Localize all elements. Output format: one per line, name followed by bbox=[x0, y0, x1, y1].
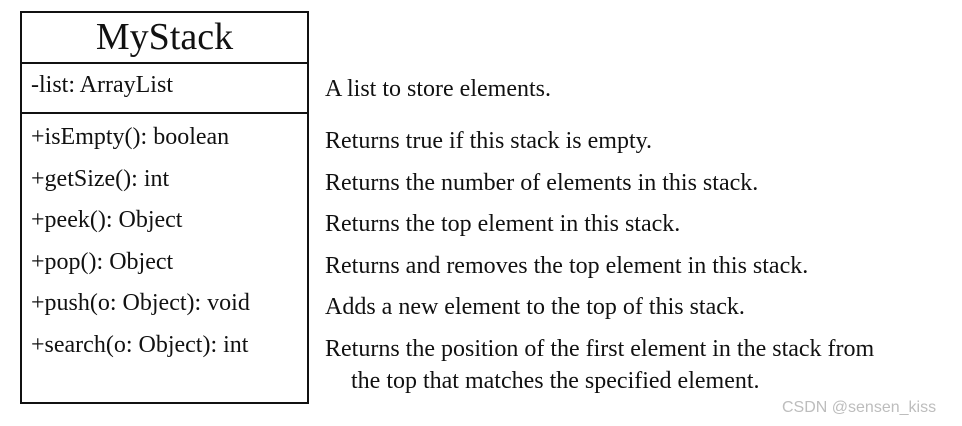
desc-isempty: Returns true if this stack is empty. bbox=[325, 128, 653, 154]
desc-push: Adds a new element to the top of this st… bbox=[325, 294, 745, 320]
methods-section: +isEmpty(): boolean +getSize(): int +pee… bbox=[22, 114, 307, 394]
desc-peek: Returns the top element in this stack. bbox=[325, 211, 681, 237]
desc-getsize: Returns the number of elements in this s… bbox=[325, 170, 759, 196]
uml-class-box: MyStack -list: ArrayList +isEmpty(): boo… bbox=[20, 11, 309, 404]
method-peek: +peek(): Object bbox=[31, 207, 183, 233]
method-getsize: +getSize(): int bbox=[31, 166, 170, 192]
desc-list: A list to store elements. bbox=[325, 76, 551, 102]
attribute-list: -list: ArrayList bbox=[31, 72, 173, 98]
attributes-section: -list: ArrayList bbox=[22, 64, 307, 114]
desc-pop: Returns and removes the top element in t… bbox=[325, 253, 809, 279]
watermark: CSDN @sensen_kiss bbox=[782, 399, 937, 416]
method-search: +search(o: Object): int bbox=[31, 332, 249, 358]
desc-search-line2: the top that matches the specified eleme… bbox=[351, 368, 760, 394]
method-isempty: +isEmpty(): boolean bbox=[31, 124, 230, 150]
method-push: +push(o: Object): void bbox=[31, 290, 250, 316]
desc-search-line1: Returns the position of the first elemen… bbox=[325, 336, 875, 362]
method-pop: +pop(): Object bbox=[31, 249, 174, 275]
class-name: MyStack bbox=[22, 13, 307, 64]
